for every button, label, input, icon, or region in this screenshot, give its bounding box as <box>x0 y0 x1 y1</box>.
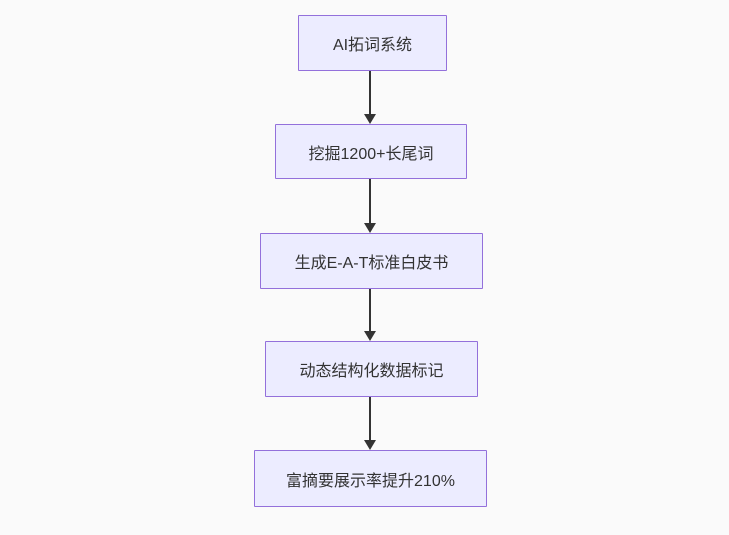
flow-node-label: 挖掘1200+长尾词 <box>308 145 434 163</box>
flow-node-label: AI拓词系统 <box>332 37 413 54</box>
arrow-line <box>369 289 371 333</box>
flow-node-rich-snippet-result: 富摘要展示率提升210% <box>254 450 487 507</box>
arrow-head-icon <box>364 331 376 341</box>
flow-node-label: 生成E-A-T标准白皮书 <box>294 255 449 272</box>
flow-node-label: 富摘要展示率提升210% <box>286 472 455 490</box>
arrow-line <box>369 179 371 225</box>
flow-node-structured-data-markup: 动态结构化数据标记 <box>265 341 478 397</box>
arrow-head-icon <box>364 440 376 450</box>
flow-node-longtail-mining: 挖掘1200+长尾词 <box>275 124 467 179</box>
arrow-head-icon <box>364 114 376 124</box>
flow-node-eat-whitepaper: 生成E-A-T标准白皮书 <box>260 233 483 289</box>
arrow-line <box>369 397 371 442</box>
flow-node-ai-word-expansion: AI拓词系统 <box>298 15 447 71</box>
arrow-line <box>369 71 371 116</box>
flow-node-label: 动态结构化数据标记 <box>299 363 444 380</box>
arrow-head-icon <box>364 223 376 233</box>
